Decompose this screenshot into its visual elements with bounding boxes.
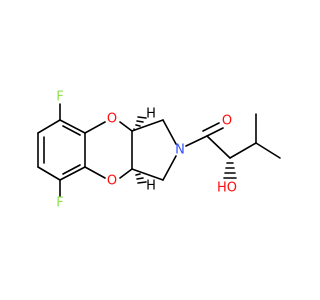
bond: [37, 166, 61, 181]
molecule-structure: F F O O H H N O HO: [37, 90, 281, 211]
fluorine-atom-bottom: F: [56, 196, 63, 211]
bond-o-bottom-right: [119, 168, 133, 179]
bond: [59, 119, 86, 134]
aromatic-bond: [62, 125, 81, 136]
stereo-hash-top: [133, 116, 147, 130]
bond-o-top-left: [84, 121, 106, 134]
bond: [131, 168, 164, 181]
bond-o-bottom-left: [84, 166, 106, 179]
stereo-hash-oh: [223, 162, 237, 179]
bond: [162, 155, 177, 181]
bond-carbonyl: [206, 127, 224, 137]
aromatic-bond: [62, 164, 81, 175]
oxygen-atom-carbonyl: O: [222, 114, 232, 129]
hydrogen-atom-bottom: H: [146, 179, 156, 194]
bond-o-top-right: [119, 121, 133, 132]
molecule-canvas: F F O O H H N O HO: [37, 89, 281, 211]
bond: [131, 119, 164, 132]
bond: [37, 119, 61, 134]
hydroxyl-label: HO: [217, 181, 237, 196]
bond: [59, 166, 86, 181]
bond-carbonyl-double: [202, 122, 220, 132]
bond: [206, 135, 231, 159]
hydrogen-atom-top: H: [146, 107, 156, 122]
fluorine-atom-top: F: [56, 90, 63, 105]
benzene-ring: [37, 119, 86, 181]
nitrogen-atom: N: [175, 143, 185, 158]
oxygen-atom-ring-top: O: [107, 112, 117, 127]
bond: [255, 142, 281, 159]
bond: [162, 119, 177, 145]
bond: [229, 142, 257, 159]
bond-n-carbonyl: [185, 135, 208, 147]
stereo-hash-bottom: [135, 173, 147, 184]
oxygen-atom-ring-bottom: O: [107, 174, 117, 189]
